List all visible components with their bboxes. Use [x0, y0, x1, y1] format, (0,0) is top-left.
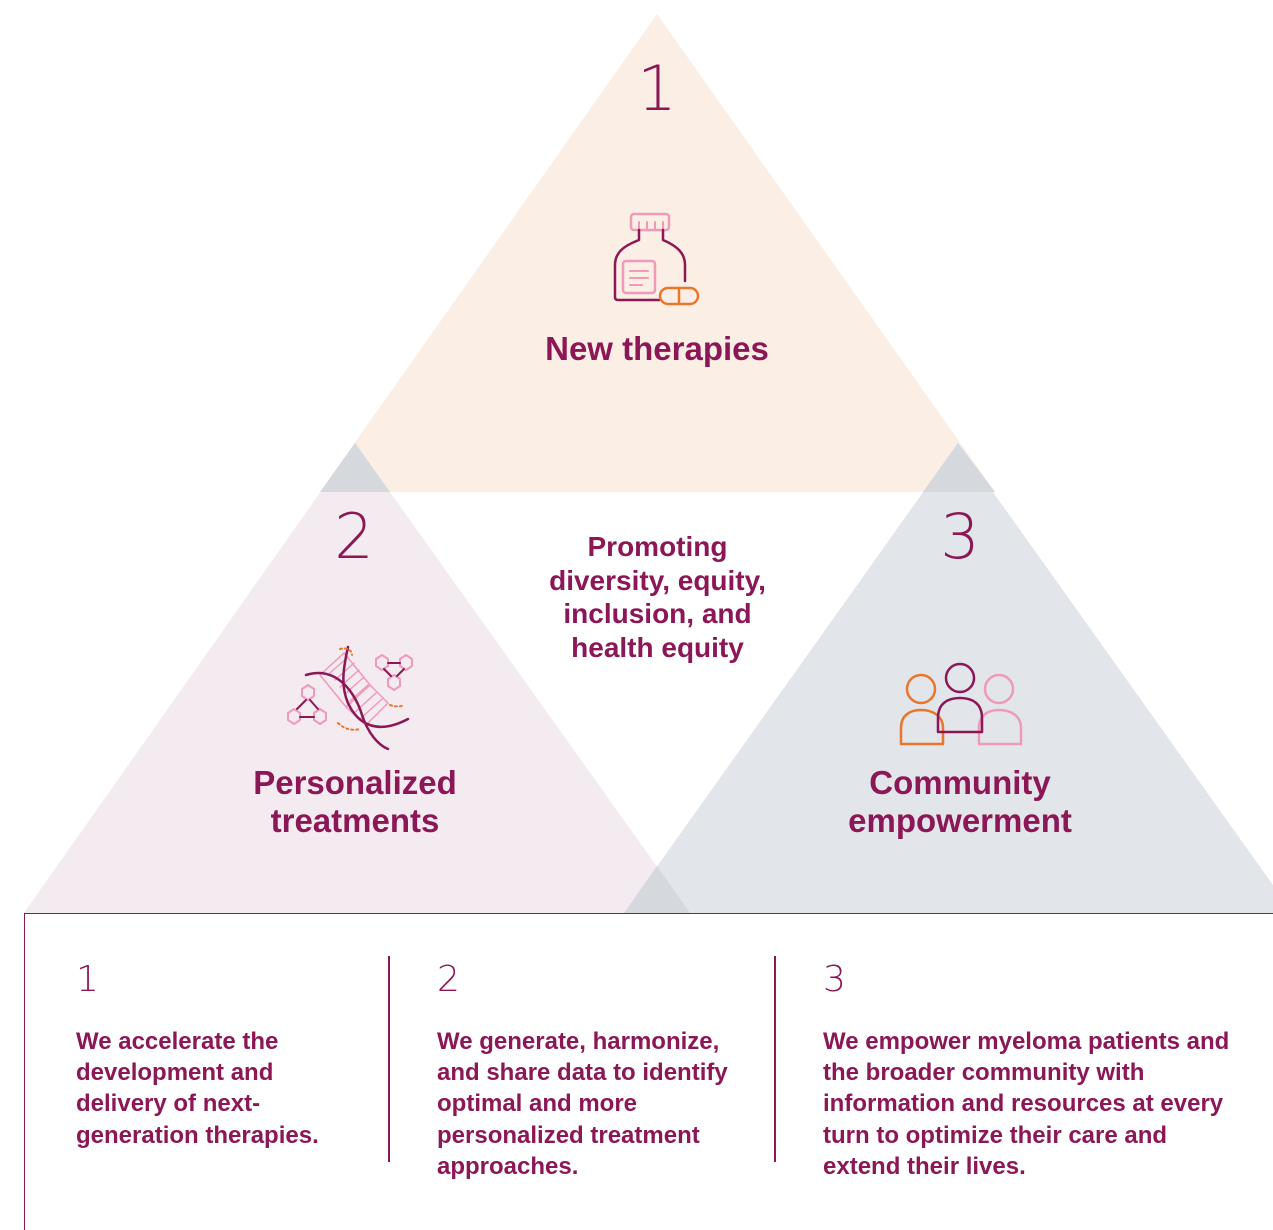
right-section-title: Community empowerment: [848, 764, 1072, 839]
panel-divider-2: [774, 956, 776, 1162]
panel-col-2-number: 2: [437, 959, 460, 1000]
dna-molecule-icon: [287, 645, 413, 751]
panel-col-3-number: 3: [823, 959, 846, 1000]
top-section-number: 1: [637, 52, 677, 125]
left-right-overlap: [624, 866, 690, 913]
left-section-title: Personalized treatments: [253, 764, 457, 839]
top-section-title: New therapies: [545, 330, 769, 367]
medicine-bottle-pill-icon: [613, 212, 700, 306]
top-right-overlap: [923, 443, 995, 492]
right-section-number: 3: [940, 500, 980, 573]
description-panel: [24, 913, 1273, 1230]
center-statement: Promoting diversity, equity, inclusion, …: [549, 531, 766, 663]
top-triangle: [320, 14, 995, 492]
top-left-overlap: [320, 443, 390, 492]
panel-col-3-text: We empower myeloma patients and the broa…: [823, 1028, 1230, 1180]
right-triangle: [624, 443, 1273, 913]
panel-col-1-number: 1: [76, 959, 99, 1000]
panel-divider-1: [388, 956, 390, 1162]
people-group-icon: [899, 662, 1023, 746]
left-section-number: 2: [334, 500, 374, 573]
left-triangle: [24, 443, 690, 913]
panel-col-2-text: We generate, harmonize, and share data t…: [437, 1028, 728, 1180]
panel-col-1-text: We accelerate the development and delive…: [76, 1028, 319, 1149]
